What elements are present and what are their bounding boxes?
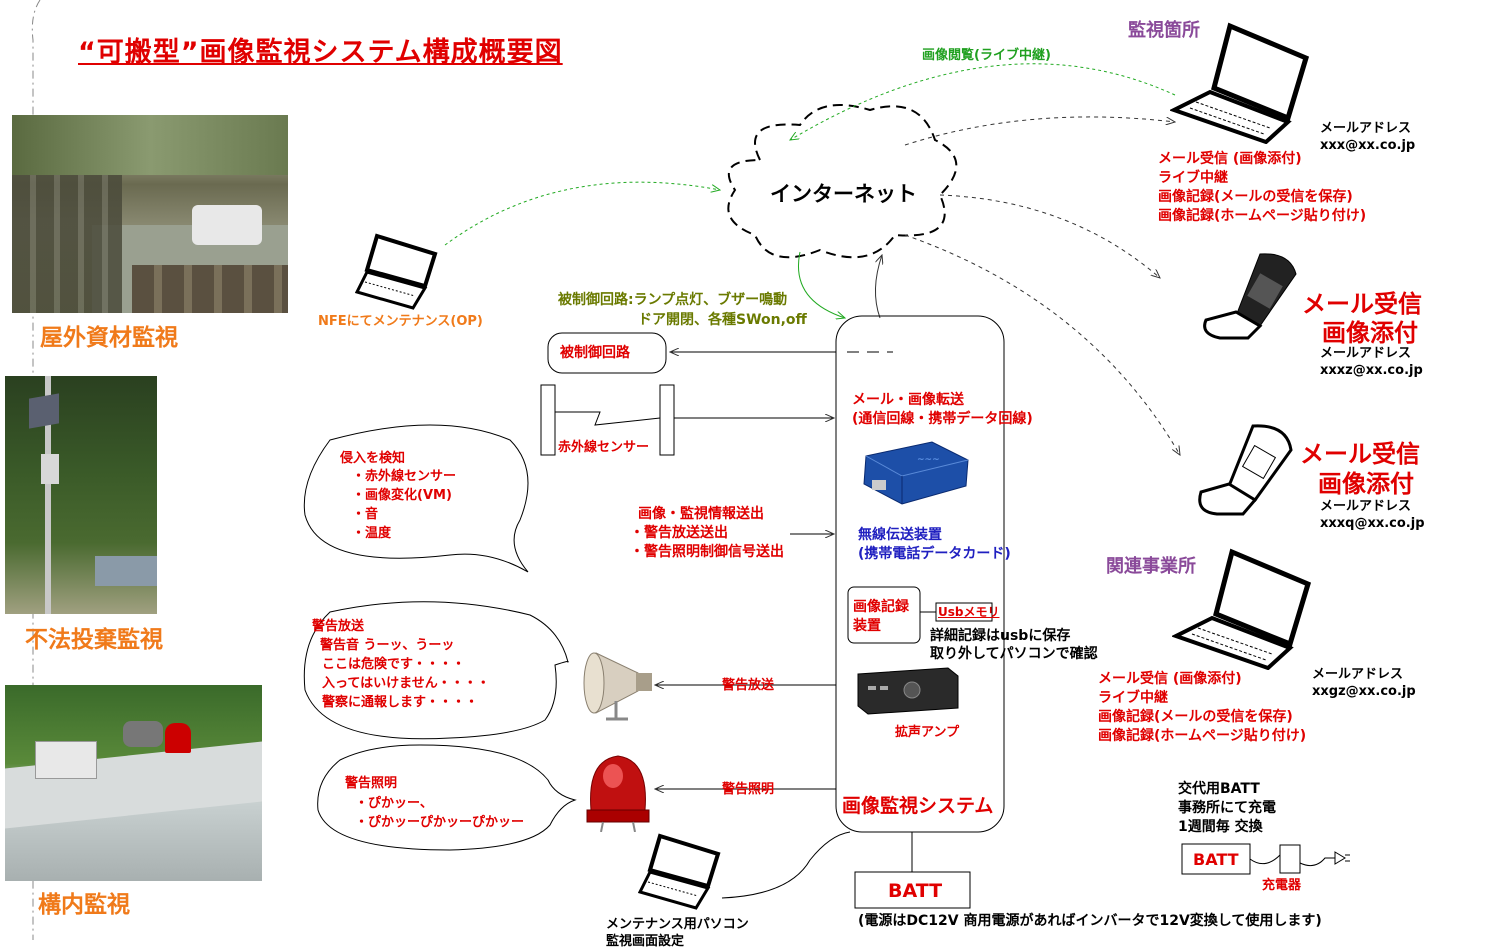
spare-batt-box: BATT	[1193, 850, 1239, 869]
send-info-line-0: 画像・監視情報送出	[638, 506, 764, 522]
broadcast-line-2: ここは危険です・・・・	[322, 657, 466, 672]
wireless-line1: 無線伝送装置	[858, 527, 942, 543]
usb-note-line1: 詳細記録はusbに保存	[930, 628, 1071, 644]
site-label-outdoor: 屋外資材監視	[40, 325, 178, 351]
phone1-line2: 画像添付	[1322, 319, 1418, 347]
mobile-phone-2-icon	[1198, 424, 1293, 516]
batt-label: BATT	[888, 880, 943, 902]
monitor-site-email: メールアドレス xxx@xx.co.jp	[1320, 121, 1416, 153]
mobile-phone-1-icon	[1203, 253, 1297, 340]
warning-lamp-icon	[586, 755, 650, 832]
send-info-line-1: ・警告放送送出	[630, 525, 728, 541]
light-line-0: 警告照明	[345, 776, 398, 791]
site-label-dumping: 不法投棄監視	[25, 627, 163, 653]
related-line-0: メール受信 (画像添付)	[1098, 671, 1242, 687]
control-circuit-box: 被制御回路	[560, 345, 630, 361]
light-line-1: ・ぴかッー、	[355, 796, 433, 811]
broadcast-line-0: 警告放送	[312, 619, 365, 634]
spare-batt-line-2: 1週間毎 交換	[1178, 819, 1263, 835]
wireless-line2: (携帯電話データカード)	[858, 546, 1011, 562]
usb-memory-label: Usbメモリ	[938, 605, 1000, 619]
related-office-heading: 関連事業所	[1106, 556, 1196, 577]
maint-line2: 監視画面設定	[606, 934, 685, 949]
spare-batt-line-0: 交代用BATT	[1178, 781, 1260, 797]
system-name: 画像監視システム	[842, 795, 994, 817]
internet-label: インターネット	[770, 182, 917, 206]
intrusion-line-3: ・音	[352, 507, 379, 522]
amplifier-icon	[857, 667, 959, 715]
intrusion-line-2: ・画像変化(VM)	[352, 488, 452, 503]
svg-text:~~~: ~~~	[917, 455, 940, 465]
monitor-line-3: 画像記録(ホームページ貼り付け)	[1158, 208, 1367, 224]
mail-transfer-line2: (通信回線・携帯データ回線)	[852, 411, 1033, 427]
related-line-2: 画像記録(メールの受信を保存)	[1098, 709, 1293, 725]
maint-line1: メンテナンス用パソコン	[606, 917, 749, 932]
wireless-device-icon: ~~~	[863, 441, 969, 505]
nfe-label: NFEにてメンテナンス(OP)	[318, 314, 483, 329]
recorder-line1: 画像記録	[853, 599, 909, 615]
nfe-laptop-icon	[355, 233, 438, 310]
send-info-line-2: ・警告照明制御信号送出	[630, 544, 784, 560]
phone2-email: メールアドレス xxxq@xx.co.jp	[1320, 499, 1425, 531]
maintenance-laptop-icon	[638, 833, 721, 910]
warn-light-label: 警告照明	[722, 782, 775, 797]
batt-note: (電源はDC12V 商用電源があればインバータで12V変換して使用します)	[858, 913, 1322, 929]
intrusion-line-0: 侵入を検知	[340, 451, 406, 466]
mail-transfer-line1: メール・画像転送	[852, 392, 964, 408]
control-note-line2: ドア開閉、各種SWon,off	[638, 312, 807, 328]
phone1-line1: メール受信	[1302, 290, 1422, 318]
monitor-site-laptop-icon	[1170, 22, 1310, 144]
amp-label: 拡声アンプ	[895, 725, 960, 740]
monitor-site-heading: 監視箇所	[1128, 20, 1200, 41]
phone1-email: メールアドレス xxxz@xx.co.jp	[1320, 346, 1423, 378]
illegal-dumping-photo	[5, 376, 157, 614]
phone2-line2: 画像添付	[1318, 470, 1414, 498]
intrusion-line-1: ・赤外線センサー	[352, 469, 457, 484]
usb-note-line2: 取り外してパソコンで確認	[930, 646, 1098, 662]
charger-label: 充電器	[1262, 878, 1302, 893]
outdoor-materials-photo	[12, 115, 288, 313]
monitor-line-2: 画像記録(メールの受信を保存)	[1158, 189, 1353, 205]
broadcast-line-1: 警告音 うーッ、うーッ	[320, 638, 455, 653]
site-label-premises: 構内監視	[38, 892, 130, 918]
monitor-line-1: ライブ中継	[1158, 170, 1228, 186]
broadcast-line-4: 警察に通報します・・・・	[322, 695, 479, 710]
premises-photo	[5, 685, 262, 881]
related-line-1: ライブ中継	[1098, 690, 1168, 706]
broadcast-line-3: 入ってはいけません・・・・	[322, 676, 490, 691]
light-line-2: ・ぴかッーぴかッーぴかッー	[355, 815, 525, 830]
recorder-line2: 装置	[853, 618, 881, 634]
ir-sensor-label: 赤外線センサー	[558, 440, 650, 455]
live-view-label: 画像閲覧(ライブ中継)	[922, 48, 1051, 63]
monitor-line-0: メール受信 (画像添付)	[1158, 151, 1302, 167]
phone2-line1: メール受信	[1300, 440, 1420, 468]
speaker-horn-icon	[583, 652, 652, 721]
control-note-line1: 被制御回路:ランプ点灯、ブザー鳴動	[558, 292, 788, 308]
related-email: メールアドレス xxgz@xx.co.jp	[1312, 667, 1416, 699]
system-box	[835, 315, 1005, 833]
intrusion-line-4: ・温度	[352, 526, 392, 541]
warn-broadcast-label: 警告放送	[722, 678, 775, 693]
related-line-3: 画像記録(ホームページ貼り付け)	[1098, 728, 1307, 744]
spare-batt-line-1: 事務所にて充電	[1178, 800, 1276, 816]
related-office-laptop-icon	[1172, 548, 1312, 670]
page-title: “可搬型”画像監視システム構成概要図	[78, 37, 563, 68]
internet-cloud	[727, 104, 958, 259]
